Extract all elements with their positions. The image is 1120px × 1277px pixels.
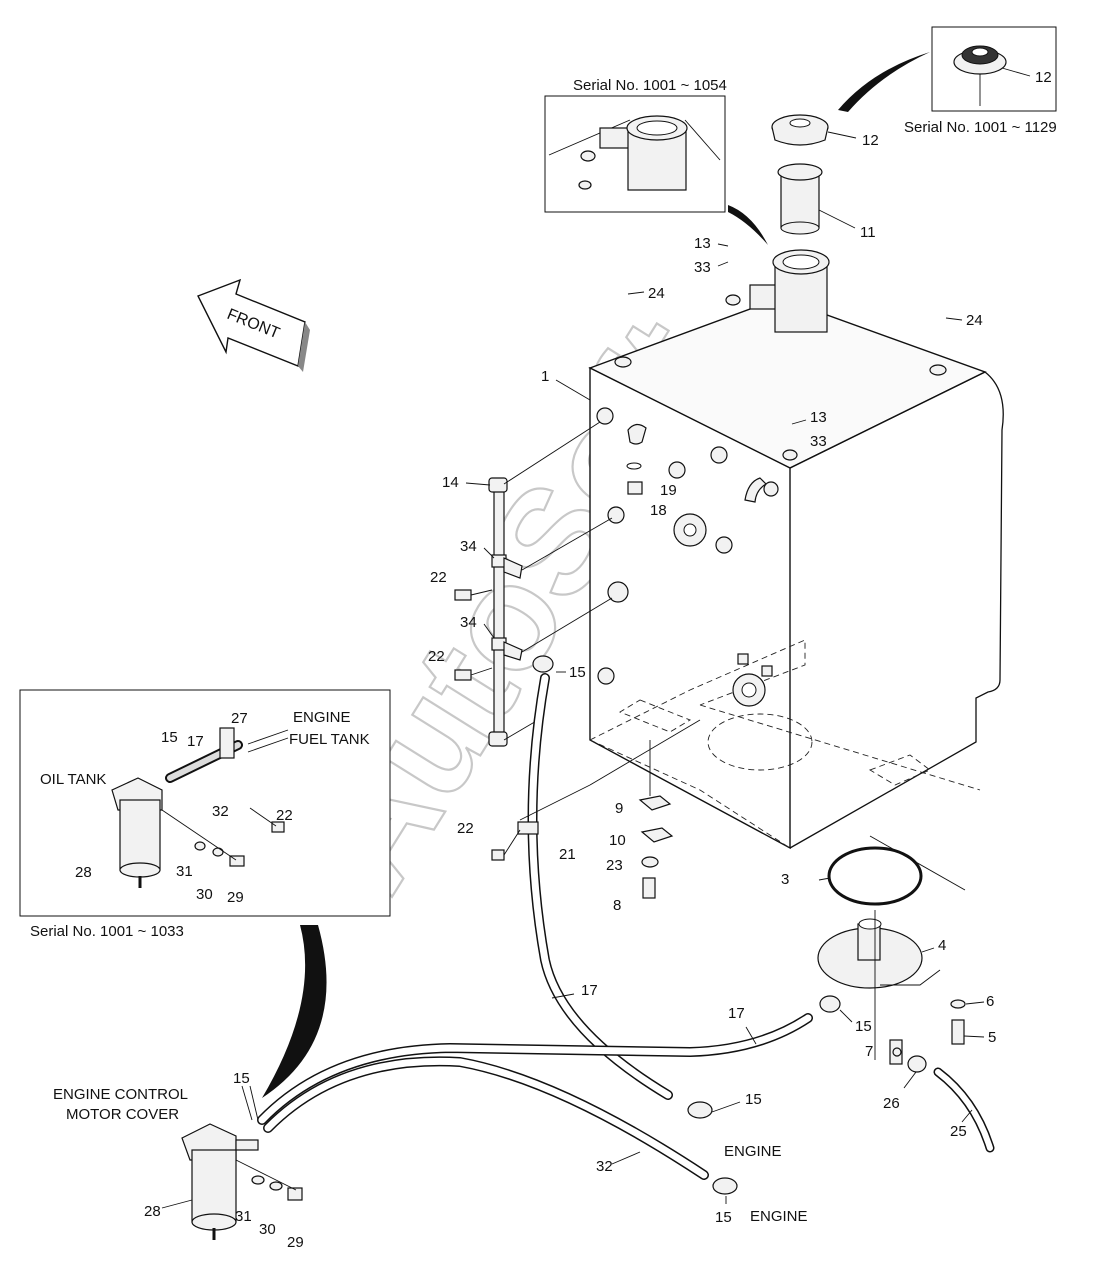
o-ring-and-plate (817, 835, 966, 1065)
inset-part-32: 32 (212, 803, 229, 820)
callout-15: 15 (745, 1091, 762, 1108)
cap-pointer-arrow (838, 52, 930, 112)
callout-34: 34 (460, 614, 477, 631)
part-callouts: 12 11 13 33 24 24 1 13 33 14 19 18 34 22… (144, 132, 996, 1251)
drain-parts (638, 740, 674, 899)
inset-filter-assembly: ENGINE FUEL TANK OIL TANK 27 15 17 32 22… (19, 689, 391, 940)
fuel-hoses (257, 655, 995, 1195)
callout-21: 21 (559, 846, 576, 863)
callout-25: 25 (950, 1123, 967, 1140)
inset-pointer-arrow-lower (262, 925, 327, 1098)
level-gauge (454, 421, 613, 747)
callout-7: 7 (865, 1043, 873, 1060)
engine-label-1: ENGINE (724, 1143, 782, 1160)
callout-22: 22 (457, 820, 474, 837)
callout-33: 33 (810, 433, 827, 450)
callout-13: 13 (810, 409, 827, 426)
callout-11: 11 (860, 224, 876, 241)
callout-17: 17 (728, 1005, 745, 1022)
callout-23: 23 (606, 857, 623, 874)
inset-filter-caption: Serial No. 1001 ~ 1033 (30, 923, 184, 940)
inset-filler-neck-caption: Serial No. 1001 ~ 1054 (573, 77, 727, 94)
callout-15: 15 (569, 664, 586, 681)
callout-5: 5 (988, 1029, 996, 1046)
callout-33: 33 (694, 259, 711, 276)
inset-part-28: 28 (75, 864, 92, 881)
callout-28: 28 (144, 1203, 161, 1220)
inset-part-15: 15 (161, 729, 178, 746)
inset-part-31: 31 (176, 863, 193, 880)
leader-lines (161, 131, 985, 1209)
callout-6: 6 (986, 993, 994, 1010)
fuel-filter-main (181, 1123, 303, 1240)
inset-engine-label: ENGINE (293, 709, 351, 726)
callout-18: 18 (650, 502, 667, 519)
callout-26: 26 (883, 1095, 900, 1112)
strainer (777, 163, 823, 235)
engine-control-label-1: ENGINE CONTROL (53, 1086, 188, 1103)
callout-31: 31 (235, 1208, 252, 1225)
inset-fuel-tank-label: FUEL TANK (289, 731, 370, 748)
callout-15: 15 (715, 1209, 732, 1226)
callout-34: 34 (460, 538, 477, 555)
inset-part-22: 22 (276, 807, 293, 824)
callout-30: 30 (259, 1221, 276, 1238)
fuel-tank (588, 249, 1004, 850)
callout-15: 15 (233, 1070, 250, 1087)
inset-part-27: 27 (231, 710, 248, 727)
callout-4: 4 (938, 937, 946, 954)
fuel-cap (771, 114, 829, 146)
callout-13: 13 (694, 235, 711, 252)
callout-19: 19 (660, 482, 677, 499)
callout-29: 29 (287, 1234, 304, 1251)
callout-24: 24 (966, 312, 983, 329)
callout-14: 14 (442, 474, 459, 491)
callout-3: 3 (781, 871, 789, 888)
inset-pointer-arrow (728, 205, 768, 245)
engine-control-label-2: MOTOR COVER (66, 1106, 179, 1123)
front-arrow: FRONT (197, 278, 310, 372)
callout-24: 24 (648, 285, 665, 302)
callout-1: 1 (541, 368, 549, 385)
callout-8: 8 (613, 897, 621, 914)
inset-part-29: 29 (227, 889, 244, 906)
callout-15: 15 (855, 1018, 872, 1035)
callout-32: 32 (596, 1158, 613, 1175)
inset-cap-part: 12 (1035, 69, 1052, 86)
inset-filler-neck: Serial No. 1001 ~ 1054 (544, 77, 727, 213)
callout-9: 9 (615, 800, 623, 817)
inset-part-17: 17 (187, 733, 204, 750)
callout-17: 17 (581, 982, 598, 999)
inset-oil-tank-label: OIL TANK (40, 771, 106, 788)
inset-cap-caption: Serial No. 1001 ~ 1129 (904, 119, 1057, 136)
callout-10: 10 (609, 832, 626, 849)
engine-label-2: ENGINE (750, 1208, 808, 1225)
callout-22: 22 (430, 569, 447, 586)
callout-22: 22 (428, 648, 445, 665)
inset-cap: 12 Serial No. 1001 ~ 1129 (904, 26, 1057, 136)
callout-12: 12 (862, 132, 879, 149)
inset-part-30: 30 (196, 886, 213, 903)
